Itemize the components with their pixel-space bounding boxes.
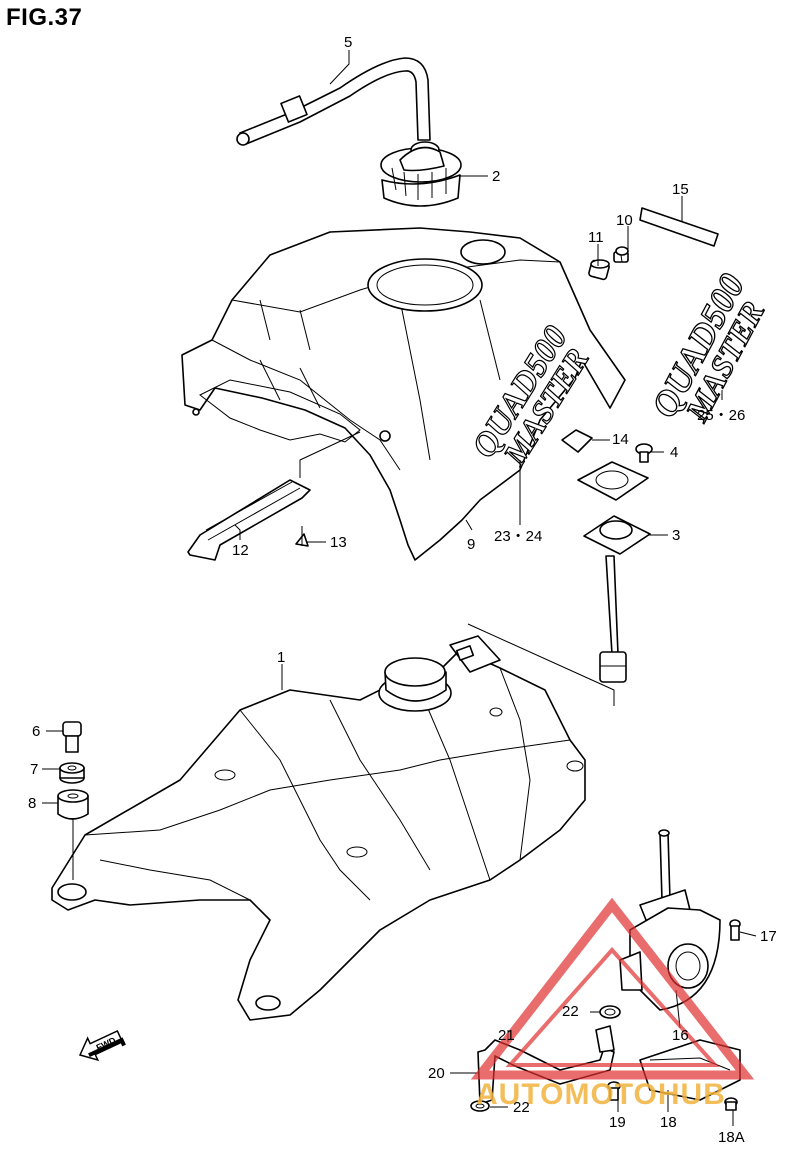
screw-19 [607,1081,621,1101]
washer-7 [59,762,85,784]
bolt-4 [635,443,653,463]
fuel-tank [51,635,586,1021]
label-5: 5 [344,34,352,51]
watermark-text: AUTOMOTOHUB [476,1078,726,1111]
clamp-22-upper [599,1005,621,1019]
fuel-cap [380,141,462,207]
label-10: 10 [616,212,633,229]
label-6: 6 [32,723,40,740]
leader-lines [42,50,757,1126]
screw-13 [295,526,309,547]
nut-18a [724,1097,738,1111]
label-11: 11 [588,229,604,246]
screw-17 [729,919,741,941]
part-labels: 5 2 15 10 11 25・26 14 4 3 23・24 9 12 13 … [28,34,777,1146]
label-12: 12 [232,542,249,559]
valve-bracket [639,1039,741,1101]
fuel-valve [619,829,721,1011]
pad [639,207,719,247]
label-25-26: 25・26 [697,407,745,424]
collar [588,259,610,281]
label-14: 14 [612,431,629,448]
tank-cover [181,227,626,561]
watermark [470,897,755,1080]
label-3: 3 [672,527,680,544]
label-4: 4 [670,444,678,461]
label-8: 8 [28,795,36,812]
label-23-24: 23・24 [494,528,542,545]
bolt-6 [62,721,82,753]
label-7: 7 [30,761,38,778]
bolt-10 [613,246,629,263]
pad-small [561,429,593,453]
label-15: 15 [672,181,689,198]
gasket [577,461,649,501]
label-22-lower: 22 [513,1099,530,1116]
label-22-upper: 22 [562,1003,579,1020]
bracket [187,479,311,561]
label-9: 9 [467,536,475,553]
figure-title: FIG.37 [6,4,83,31]
label-1: 1 [277,649,285,666]
label-20: 20 [428,1065,445,1082]
cushion-8 [57,789,89,820]
fuel-sender [583,515,651,683]
label-18a: 18A [718,1129,745,1146]
label-21: 21 [498,1027,515,1044]
label-19: 19 [609,1114,626,1131]
label-2: 2 [492,168,500,185]
label-17: 17 [760,928,777,945]
label-13: 13 [330,534,347,551]
label-18: 18 [660,1114,677,1131]
forward-arrow: FWD [78,1029,126,1062]
clamp-22-lower [470,1100,490,1112]
label-16: 16 [672,1027,689,1044]
breather-hose [236,57,431,146]
